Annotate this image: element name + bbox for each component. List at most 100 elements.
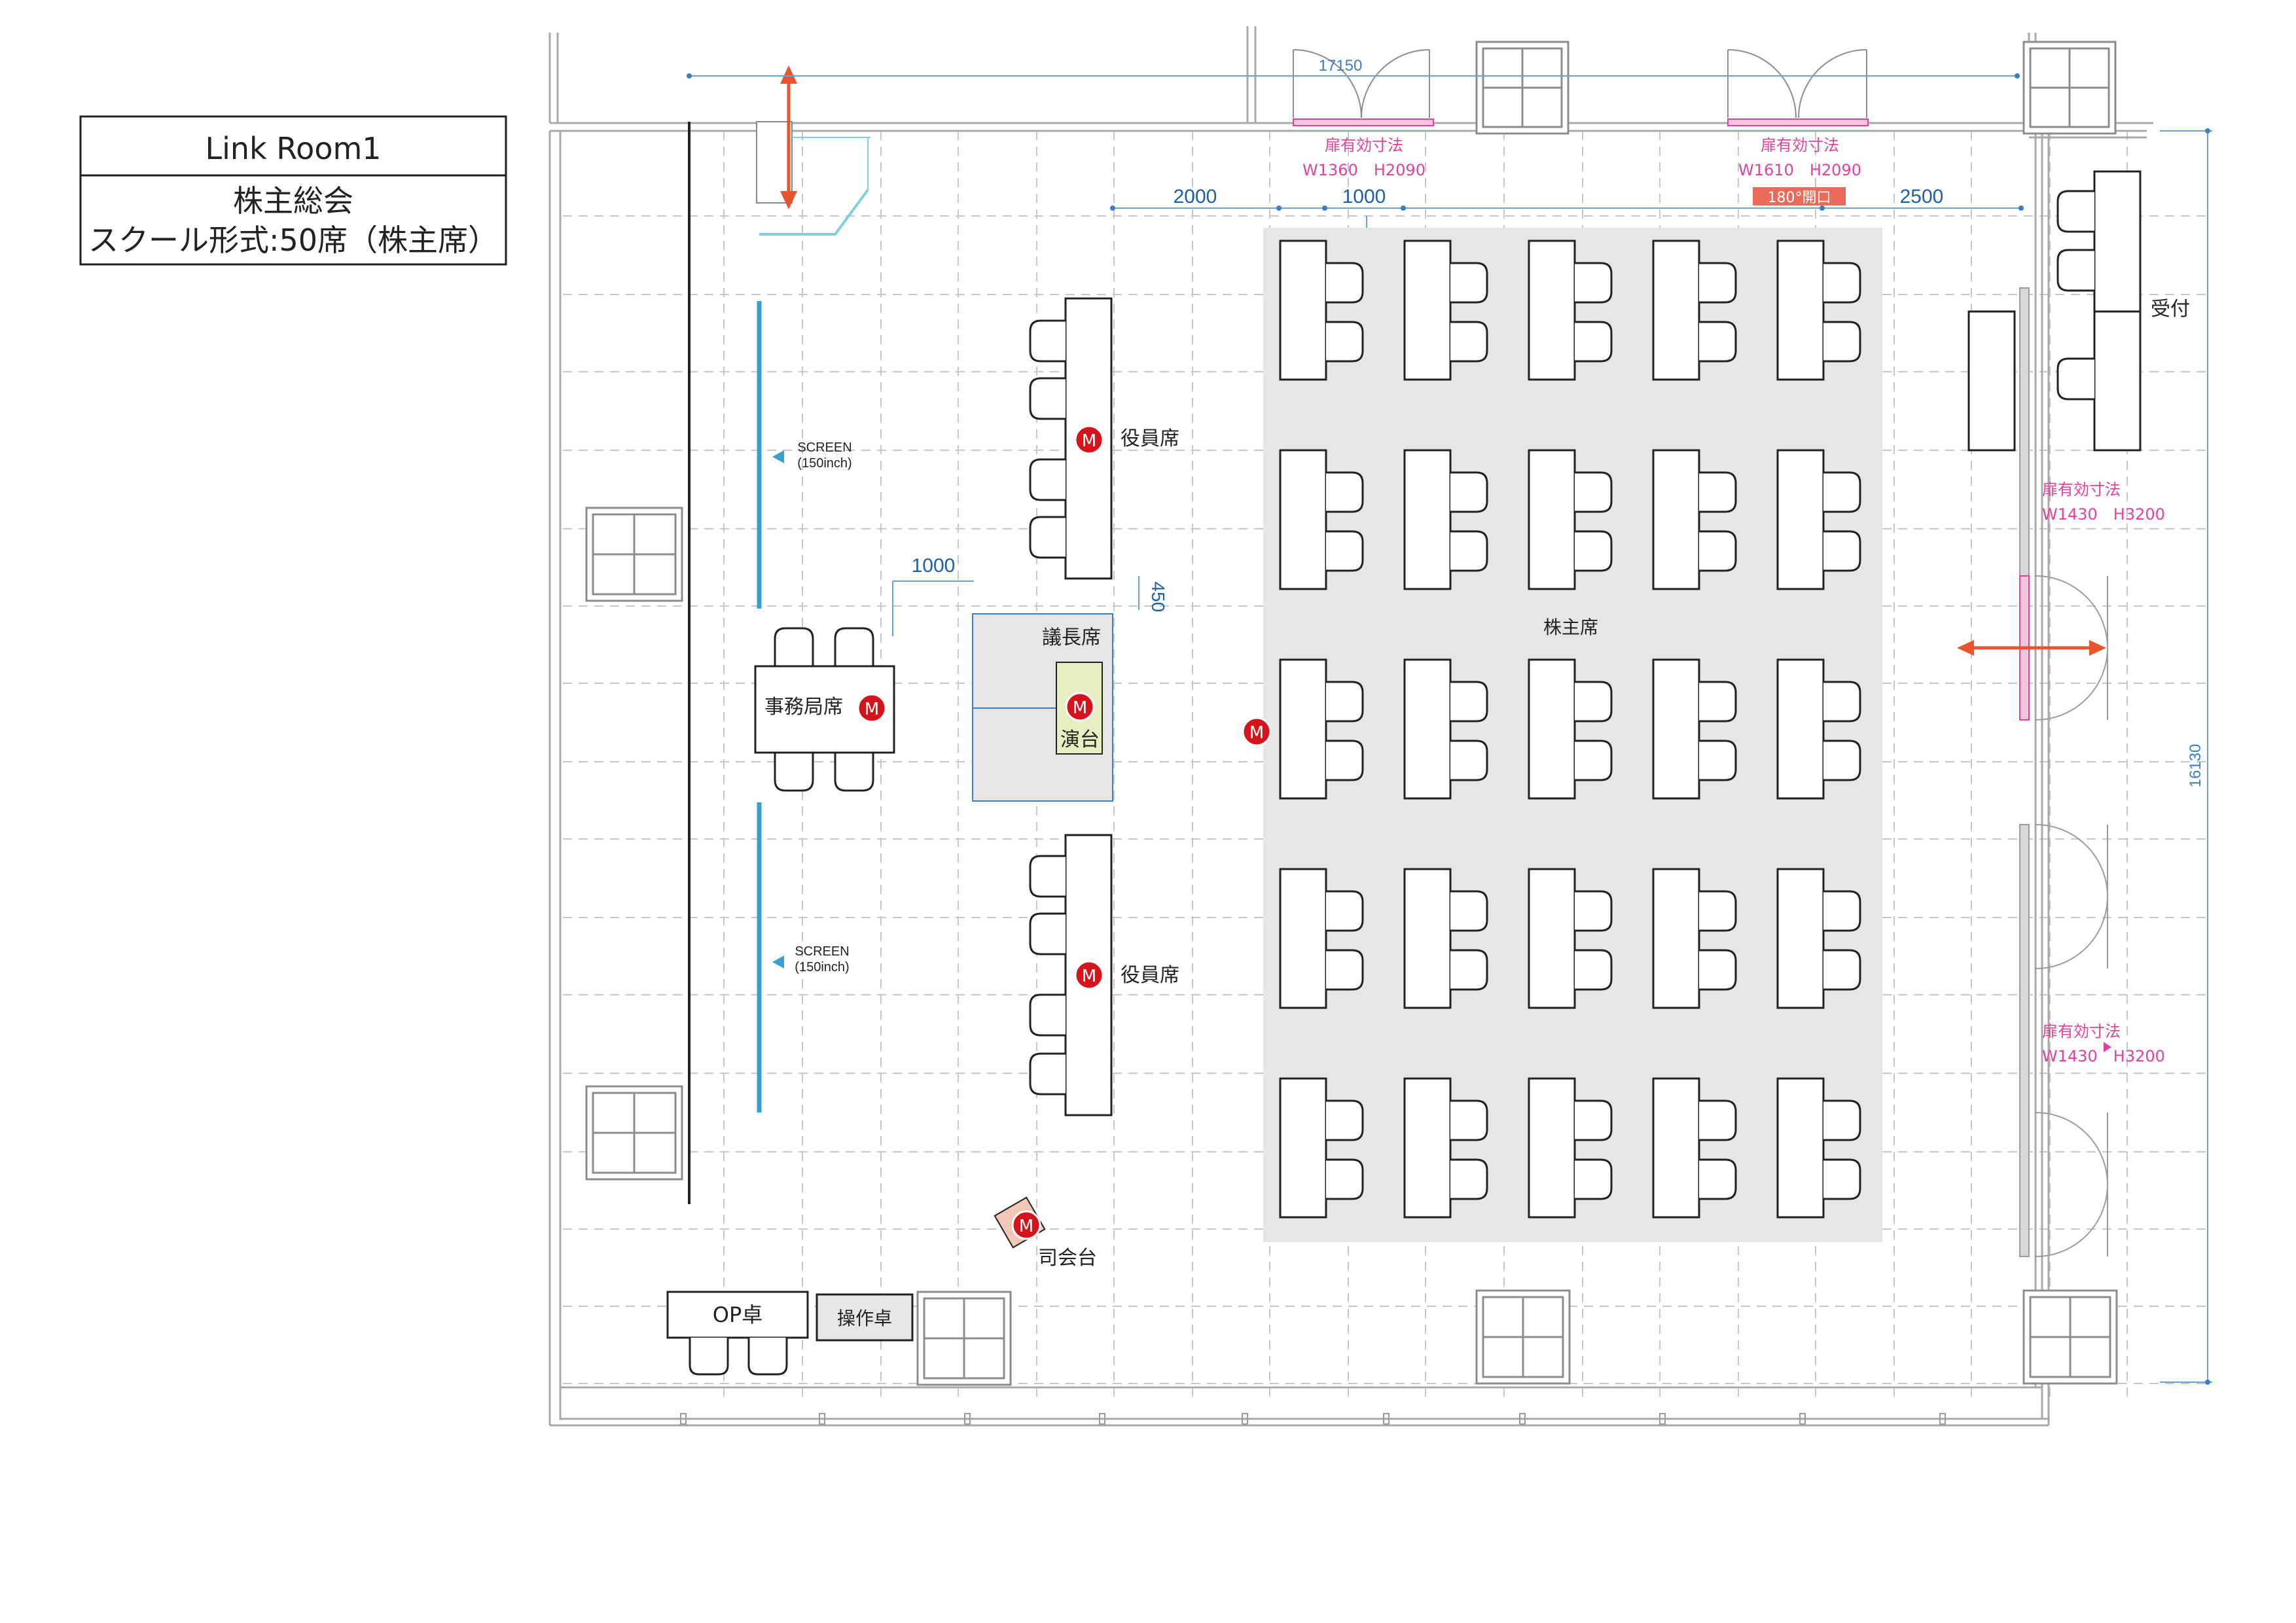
door-right-lower xyxy=(2019,824,2108,1257)
screen-top-marker-icon xyxy=(772,450,784,463)
dim-right-gap: 2500 xyxy=(1900,186,1944,207)
mic-emcee-icon: M xyxy=(1011,1210,1041,1240)
door-top-right xyxy=(1727,49,1869,126)
chair-seat-label: 議長席 xyxy=(1042,626,1101,649)
shareholder-chair xyxy=(1450,890,1488,932)
shareholder-chair xyxy=(1450,471,1488,513)
shareholder-chair xyxy=(1575,262,1613,304)
mic-secretariat-icon: M xyxy=(857,693,887,723)
door-right-upper xyxy=(2019,287,2108,721)
shareholder-chair xyxy=(1699,949,1737,991)
dim-officer-gap: 2000 xyxy=(1174,186,1217,207)
screen-top-label: SCREEN xyxy=(797,440,852,455)
svg-text:M: M xyxy=(1073,698,1087,718)
reception-label: 受付 xyxy=(2151,298,2190,321)
svg-text:M: M xyxy=(1082,431,1096,451)
shareholder-desk xyxy=(1652,1077,1737,1219)
screen-bottom-size: (150inch) xyxy=(795,960,849,974)
door-info-right-upper-title: 扉有効寸法 xyxy=(2042,480,2121,499)
pillar-left-lower xyxy=(585,1085,683,1181)
door-info-top-right-size: W1610 H2090 xyxy=(1738,161,1861,179)
shareholder-chair xyxy=(1575,530,1613,572)
mic-officer-top-icon: M xyxy=(1074,425,1104,455)
dimension-ticks xyxy=(687,73,2210,1385)
shareholder-desk xyxy=(1652,240,1737,381)
door-info-top-left-title: 扉有効寸法 xyxy=(1325,136,1403,154)
arrow-vertical-entrance xyxy=(780,65,797,209)
shareholder-chair xyxy=(1823,681,1861,722)
mic-officer-bottom-icon: M xyxy=(1074,960,1104,990)
shareholder-chair xyxy=(1326,262,1364,304)
shareholder-chair xyxy=(1699,321,1737,363)
shareholder-chair xyxy=(1699,1158,1737,1200)
wall-markers xyxy=(680,1413,1946,1425)
shareholder-desk xyxy=(1403,240,1488,381)
shareholder-chair xyxy=(1450,530,1488,572)
dim-podium-gap: 450 xyxy=(1148,582,1168,613)
shareholder-desk xyxy=(1403,1077,1488,1219)
secretariat-label: 事務局席 xyxy=(764,696,843,719)
shareholder-chair xyxy=(1699,262,1737,304)
shareholder-chair xyxy=(1575,321,1613,363)
shareholder-chair xyxy=(1699,530,1737,572)
door-entrance-left xyxy=(756,121,870,236)
shareholder-desk xyxy=(1403,449,1488,590)
shareholder-desk xyxy=(1652,658,1737,800)
shareholder-chair xyxy=(1823,1158,1861,1200)
shareholder-desk xyxy=(1776,658,1861,800)
emcee-stand-label: 司会台 xyxy=(1038,1247,1097,1270)
shareholder-desk xyxy=(1528,240,1613,381)
officer-seat-top-label: 役員席 xyxy=(1121,427,1179,450)
svg-text:M: M xyxy=(865,700,879,719)
shareholder-chair xyxy=(1326,530,1364,572)
shareholder-chair xyxy=(1450,1099,1488,1141)
podium-label: 演台 xyxy=(1060,728,1100,751)
shareholder-chair xyxy=(1823,471,1861,513)
shareholder-chair xyxy=(1699,681,1737,722)
shareholder-desk xyxy=(1528,868,1613,1009)
shareholder-seats-label: 株主席 xyxy=(1543,616,1598,638)
shareholder-desk xyxy=(1403,658,1488,800)
mic-podium-icon: M xyxy=(1065,692,1095,722)
open-180-notice: 180°開口 xyxy=(1753,187,1846,206)
shareholder-chair xyxy=(1823,262,1861,304)
shareholder-chair xyxy=(1699,740,1737,781)
shareholder-chair xyxy=(1450,681,1488,722)
shareholder-chair xyxy=(1326,681,1364,722)
shareholder-desk xyxy=(1776,449,1861,590)
shareholder-chair xyxy=(1326,1158,1364,1200)
shareholder-chair xyxy=(1450,262,1488,304)
shareholder-chair xyxy=(1326,740,1364,781)
layout-description: スクール形式:50席（株主席） xyxy=(88,223,498,258)
control-desk xyxy=(816,1293,914,1342)
door-info-right-lower-size: W1430 H3200 xyxy=(2042,1047,2165,1065)
shareholder-chair xyxy=(1699,890,1737,932)
room-name: Link Room1 xyxy=(205,131,381,166)
flow-arrows xyxy=(780,65,2106,656)
shareholder-chair xyxy=(1450,740,1488,781)
arrow-horizontal-right-door xyxy=(1957,640,2106,656)
shareholder-desk xyxy=(1528,449,1613,590)
dim-seat-col-gap: 1000 xyxy=(1342,186,1386,207)
door-info: 扉有効寸法 W1360 H2090 扉有効寸法 W1610 H2090 扉有効寸… xyxy=(1302,136,2165,1065)
screen-bottom: SCREEN (150inch) xyxy=(757,802,850,1113)
svg-text:M: M xyxy=(1249,723,1264,743)
shareholder-chair xyxy=(1699,471,1737,513)
screen-top-size: (150inch) xyxy=(797,456,852,471)
shareholder-desk xyxy=(1776,1077,1861,1219)
shareholder-chair xyxy=(1823,321,1861,363)
shareholder-chair xyxy=(1326,949,1364,991)
shareholder-chair xyxy=(1326,1099,1364,1141)
shareholder-chair xyxy=(1575,949,1613,991)
shareholder-desk xyxy=(1279,868,1364,1009)
dim-top-width: 17150 xyxy=(1319,57,1363,75)
shareholder-chair xyxy=(1326,471,1364,513)
shareholder-chair xyxy=(1575,1099,1613,1141)
door-info-right-lower-title: 扉有効寸法 xyxy=(2042,1022,2121,1041)
shareholder-chair xyxy=(1575,681,1613,722)
shareholder-desk xyxy=(1652,868,1737,1009)
shareholder-chair xyxy=(1699,1099,1737,1141)
shareholder-chair xyxy=(1450,321,1488,363)
shareholder-desk xyxy=(1652,449,1737,590)
